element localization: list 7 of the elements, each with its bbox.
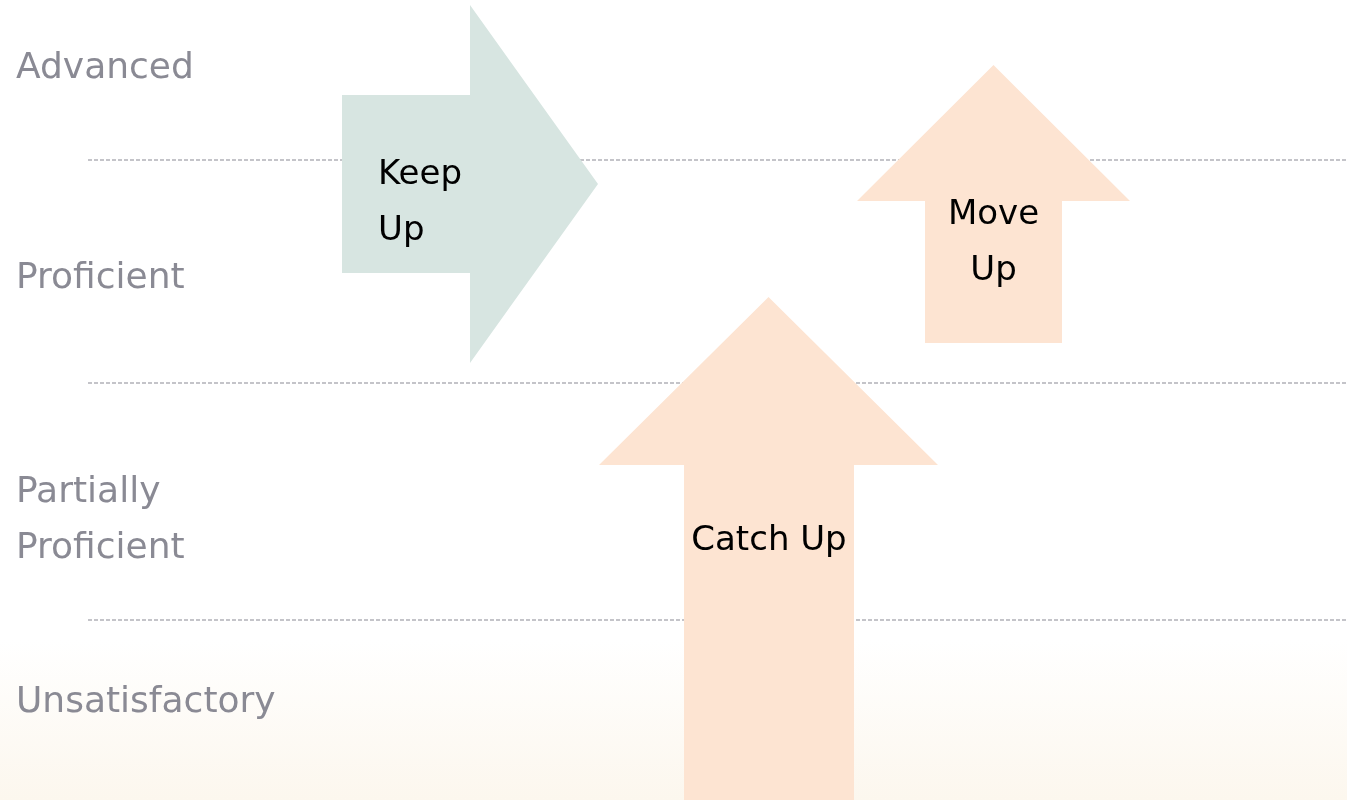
level-label: Partially Proficient <box>16 468 186 568</box>
level-label: Advanced <box>16 44 195 88</box>
arrow-label: Move Up <box>946 191 1041 290</box>
level-label: Proficient <box>16 254 186 298</box>
arrow-label: Keep Up <box>378 151 464 250</box>
arrow-label: Catch Up <box>690 517 848 560</box>
level-label: Unsatisfactory <box>16 678 277 722</box>
